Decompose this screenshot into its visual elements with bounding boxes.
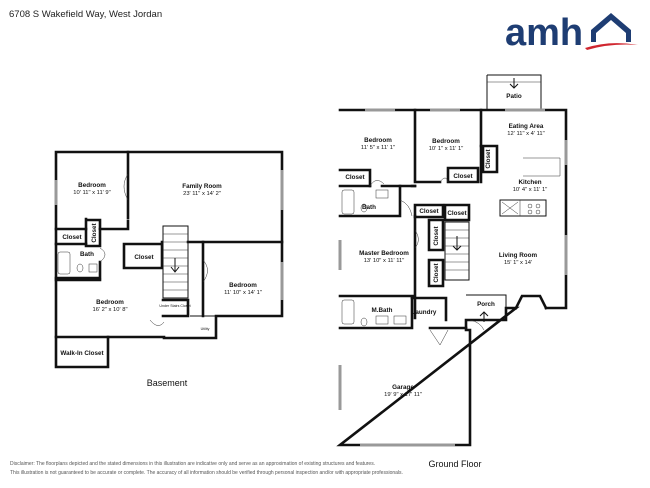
basement-closet-3-label: Closet: [134, 254, 154, 261]
ground-bedroom-1-label: Bedroom: [364, 137, 392, 144]
ground-bath-label: Bath: [362, 204, 376, 211]
ground-closet-7-label: Closet: [433, 262, 440, 282]
logo-swoosh-icon: [585, 43, 638, 50]
eating-area-label: Eating Area: [509, 123, 544, 130]
ground-closet-3-label: Closet: [485, 148, 492, 168]
garage-dims: 19' 9" x 17' 11": [384, 392, 422, 398]
basement-bedroom-sw-dims: 16' 2" x 10' 8": [92, 307, 127, 313]
ground-bedroom-2-dims: 10' 1" x 11' 1": [429, 146, 464, 152]
ground-bedroom-1-dims: 11' 5" x 11' 1": [361, 145, 395, 151]
disclaimer-line-1: Disclaimer: The floorplans depicted and …: [10, 461, 376, 467]
ground-floor-plan: [336, 74, 568, 447]
basement-bedroom-nw-label: Bedroom: [78, 182, 106, 189]
basement-floorplan: [54, 150, 284, 369]
utility-label: Utility: [201, 327, 210, 331]
family-room-label: Family Room: [182, 183, 222, 190]
ground-closet-6-label: Closet: [433, 225, 440, 245]
disclaimer-line-2: This illustration is not guaranteed to b…: [10, 470, 403, 476]
basement-closet-1-label: Closet: [62, 234, 82, 241]
kitchen-dims: 10' 4" x 11' 1": [513, 187, 548, 193]
ground-closet-5-label: Closet: [447, 210, 467, 217]
logo-house-icon: [591, 13, 631, 42]
laundry-label: Laundry: [412, 309, 437, 316]
master-bath-label: M.Bath: [372, 307, 393, 314]
walk-in-closet-label: Walk-In Closet: [60, 350, 104, 357]
logo-wordmark: amh: [505, 12, 583, 53]
ground-closet-4-label: Closet: [419, 208, 439, 215]
amh-logo: amh: [505, 12, 638, 53]
master-bedroom-label: Master Bedroom: [359, 250, 409, 257]
patio-label: Patio: [506, 93, 522, 100]
eating-area-dims: 12' 11" x 4' 11": [507, 131, 544, 137]
family-room-dims: 23' 11" x 14' 2": [183, 191, 221, 197]
kitchen-label: Kitchen: [518, 179, 541, 186]
master-bedroom-dims: 13' 10" x 11' 11": [364, 258, 405, 264]
property-address: 6708 S Wakefield Way, West Jordan: [9, 9, 163, 20]
basement-bath-label: Bath: [80, 251, 94, 258]
basement-bedroom-e-label: Bedroom: [229, 282, 257, 289]
ground-closet-1-label: Closet: [345, 174, 365, 181]
under-stairs-closet-label: Under Stairs Closet: [159, 304, 190, 308]
basement-closet-2-label: Closet: [91, 222, 98, 242]
ground-floor-label: Ground Floor: [428, 459, 481, 469]
porch-label: Porch: [477, 301, 495, 308]
basement-bedroom-sw-label: Bedroom: [96, 299, 124, 306]
garage-label: Garage: [392, 384, 414, 391]
basement-bedroom-e-dims: 11' 10" x 14' 1": [224, 290, 262, 296]
basement-floor-label: Basement: [147, 378, 188, 388]
ground-bedroom-2-label: Bedroom: [432, 138, 460, 145]
living-room-label: Living Room: [499, 252, 538, 259]
basement-bedroom-nw-dims: 10' 11" x 11' 9": [73, 190, 110, 196]
living-room-dims: 15' 1" x 14': [504, 260, 532, 266]
ground-closet-2-label: Closet: [453, 173, 473, 180]
